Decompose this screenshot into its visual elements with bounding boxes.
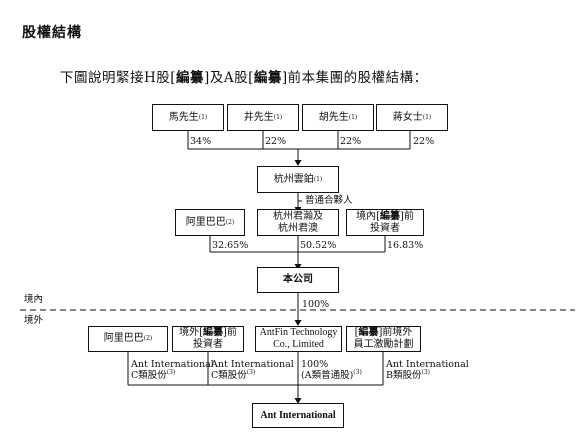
pct-label-jing: 22% (265, 136, 287, 147)
entity-box-alibaba: 阿里巴巴(2) (175, 209, 245, 236)
shareholder-box-hu: 胡先生(1) (302, 104, 374, 131)
entity-box-foreign-investors: 境外[編纂]前投資者 (172, 326, 244, 352)
entity-box-junhan: 杭州君瀚及杭州君澳 (257, 209, 339, 236)
entity-box-yunbo: 杭州雲鉑(1) (257, 166, 339, 193)
shareholder-box-jing: 井先生(1) (227, 104, 299, 131)
section-heading: 股權結構 (22, 25, 82, 41)
shareholder-box-ma: 馬先生(1) (152, 104, 224, 131)
pct-label-company: 100% (302, 299, 330, 310)
pct-label-domestic: 16.83% (387, 240, 424, 251)
entity-box-company: 本公司 (257, 267, 339, 293)
chart-subtitle: 下圖說明緊接H股[編纂]及A股[編纂]前本集團的股權結構： (60, 70, 428, 86)
entity-box-ant-international: Ant International (252, 403, 344, 428)
pct-label-hu: 22% (340, 136, 362, 147)
general-partner-label: 普通合夥人 (305, 195, 353, 206)
entity-box-alibaba-overseas: 阿里巴巴(2) (88, 326, 168, 352)
pct-label-jiang: 22% (413, 136, 435, 147)
border-label-outside: 境外 (24, 315, 44, 326)
entity-box-domestic-investors: 境內[編纂]前投資者 (346, 209, 424, 236)
border-label-inside: 境內 (24, 294, 44, 305)
pct-label-alibaba: 32.65% (212, 240, 249, 251)
share-label-antfin: 100%(A類普通股)(3) (301, 359, 362, 381)
shareholder-box-jiang: 蔣女士(1) (376, 104, 448, 131)
pct-label-junhan: 50.52% (300, 240, 337, 251)
pct-label-ma: 34% (190, 136, 212, 147)
entity-box-employee-incentive: [編纂]前境外員工激勵計劃 (346, 326, 421, 352)
